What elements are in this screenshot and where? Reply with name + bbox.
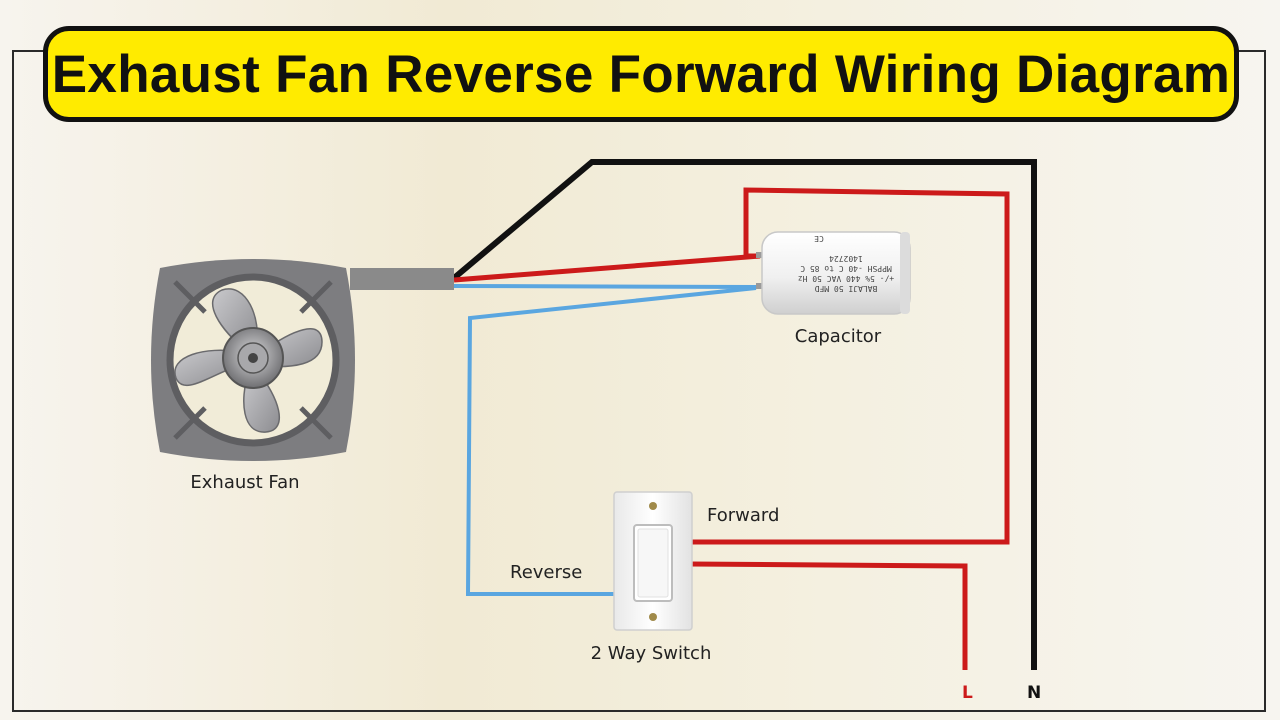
reverse-blue-wire [465,286,757,596]
fan-cable [350,268,454,290]
neutral-terminal-label: N [1027,683,1041,703]
capacitor-icon: BALAJI 50 MFD +/- 5% 440 VAC 50 Hz MPPSH… [756,231,911,315]
live-terminal-label: L [962,683,973,703]
two-way-switch-icon [613,491,693,631]
switch-label: 2 Way Switch [591,643,712,664]
capacitor-label: Capacitor [795,326,882,347]
page-title: Exhaust Fan Reverse Forward Wiring Diagr… [51,44,1231,104]
capacitor-marking-4: 1402724 [829,254,863,263]
fan-to-capacitor-red-wire [453,253,761,283]
capacitor-marking-3: MPPSH -40 C to 85 C [800,264,892,273]
capacitor-marking-2: +/- 5% 440 VAC 50 Hz [798,274,895,283]
reverse-label: Reverse [510,562,582,583]
neutral-wire [452,159,1037,670]
live-supply-red-wire [689,561,968,670]
capacitor-ce-mark: CE [814,234,824,243]
capacitor-marking-1: BALAJI 50 MFD [815,284,878,293]
exhaust-fan-label: Exhaust Fan [190,472,299,493]
fan-to-capacitor-blue-wire [453,284,757,289]
forward-label: Forward [707,505,779,526]
exhaust-fan-icon [151,259,355,461]
title-banner: Exhaust Fan Reverse Forward Wiring Diagr… [43,26,1239,122]
capacitor-to-forward-red-wire [690,187,1010,545]
